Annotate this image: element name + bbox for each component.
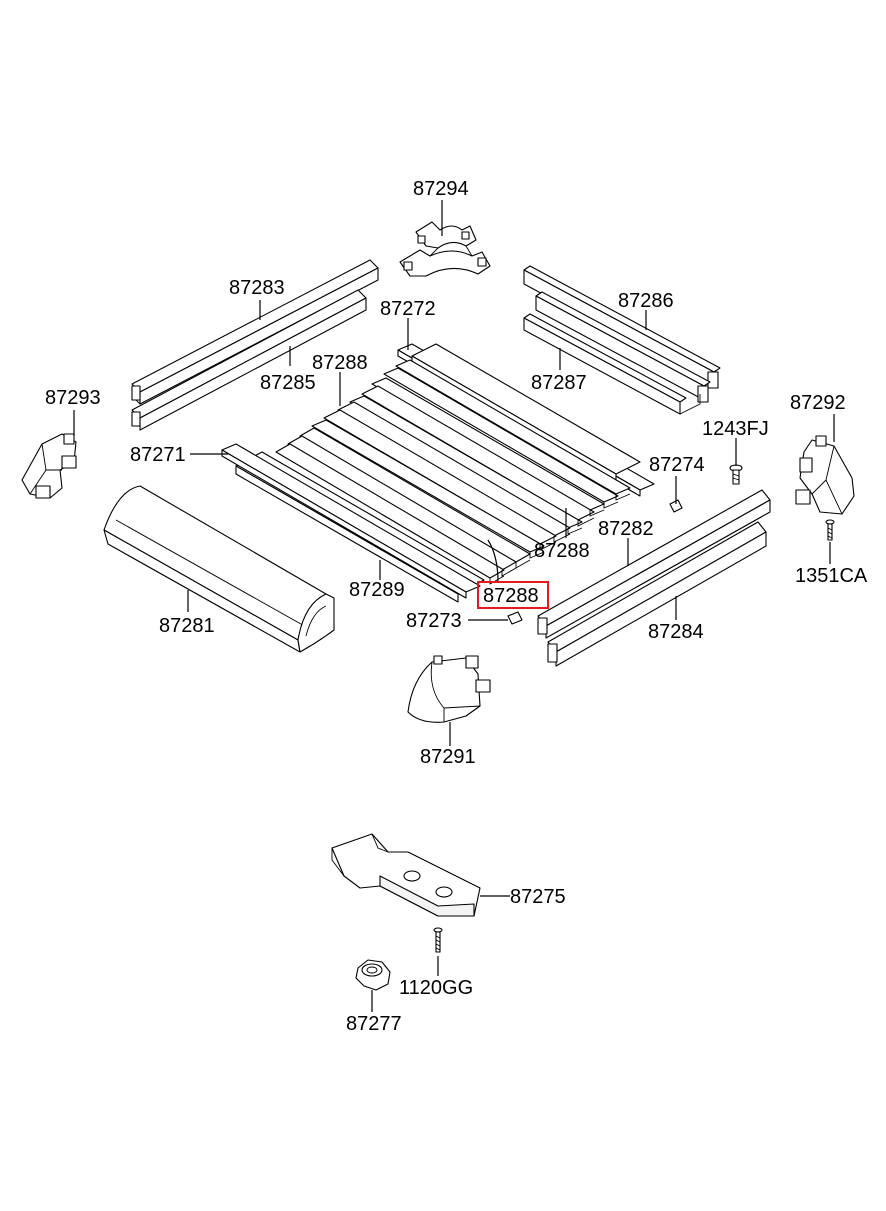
label-87284[interactable]: 87284: [648, 621, 704, 643]
part-87284-rail[interactable]: [547, 521, 767, 667]
part-87292-corner-cap[interactable]: [795, 435, 855, 515]
part-87275-bracket[interactable]: [331, 833, 481, 917]
part-labels: 87294 87283 87285 87272 87286 87287 8728…: [45, 178, 868, 1035]
part-87287-rail[interactable]: [523, 313, 701, 415]
label-87291[interactable]: 87291: [420, 746, 476, 768]
label-87293[interactable]: 87293: [45, 387, 101, 409]
label-1243FJ[interactable]: 1243FJ: [702, 418, 769, 440]
part-87286-rail-lower[interactable]: [535, 291, 711, 403]
label-87274[interactable]: 87274: [649, 454, 705, 476]
label-1120GG[interactable]: 1120GG: [399, 977, 473, 999]
label-87287[interactable]: 87287: [531, 372, 587, 394]
label-87275[interactable]: 87275: [510, 886, 566, 908]
label-87294[interactable]: 87294: [413, 178, 469, 200]
part-87283-rail[interactable]: [131, 259, 379, 405]
part-87285-rail[interactable]: [131, 289, 367, 431]
label-87272[interactable]: 87272: [380, 298, 436, 320]
part-1351CA-screw[interactable]: [825, 519, 835, 541]
part-87281-cover[interactable]: [103, 485, 335, 653]
highlight-box: [477, 581, 549, 609]
part-87274-block[interactable]: [669, 499, 683, 513]
part-87277-nut[interactable]: [355, 959, 391, 991]
part-87294-bracket[interactable]: [399, 221, 491, 277]
part-87273-block[interactable]: [507, 611, 523, 625]
label-1351CA[interactable]: 1351CA: [795, 565, 868, 587]
label-87277[interactable]: 87277: [346, 1013, 402, 1035]
label-87283[interactable]: 87283: [229, 277, 285, 299]
label-87286[interactable]: 87286: [618, 290, 674, 312]
part-1120GG-bolt[interactable]: [433, 927, 443, 953]
part-87282-rail[interactable]: [537, 489, 771, 639]
label-87288-highlighted[interactable]: 87288: [483, 585, 539, 607]
leader-lines: [73, 200, 835, 1012]
part-87288-slats[interactable]: [221, 343, 655, 603]
label-87288-top[interactable]: 87288: [312, 352, 368, 374]
label-87281[interactable]: 87281: [159, 615, 215, 637]
part-87293-corner-cap[interactable]: [21, 433, 77, 499]
part-1243FJ-screw[interactable]: [729, 464, 743, 485]
label-87273[interactable]: 87273: [406, 610, 462, 632]
part-87291-front-cap[interactable]: [407, 655, 491, 723]
part-87286-rail[interactable]: [523, 265, 721, 389]
label-87282[interactable]: 87282: [598, 518, 654, 540]
label-87292[interactable]: 87292: [790, 392, 846, 414]
label-87271[interactable]: 87271: [130, 444, 186, 466]
label-87288-right[interactable]: 87288: [534, 540, 590, 562]
label-87285[interactable]: 87285: [260, 372, 316, 394]
label-87289[interactable]: 87289: [349, 579, 405, 601]
